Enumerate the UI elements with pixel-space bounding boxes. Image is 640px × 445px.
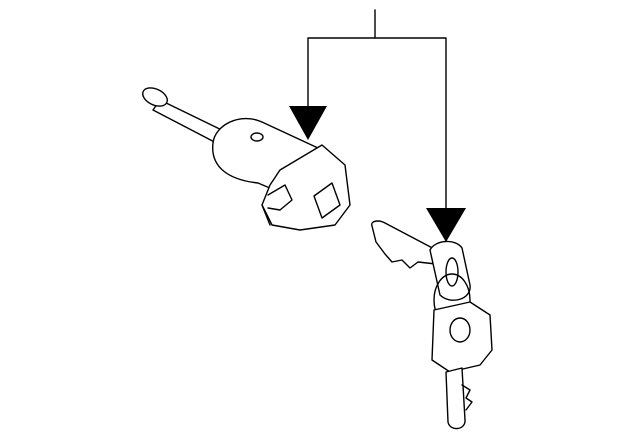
- arrowhead-keys: [426, 208, 466, 242]
- lock-cylinder-icon: [142, 87, 351, 231]
- keys-icon: [371, 220, 493, 430]
- arrowhead-cylinder: [289, 106, 327, 140]
- callout-leader-lines: [307, 9, 447, 211]
